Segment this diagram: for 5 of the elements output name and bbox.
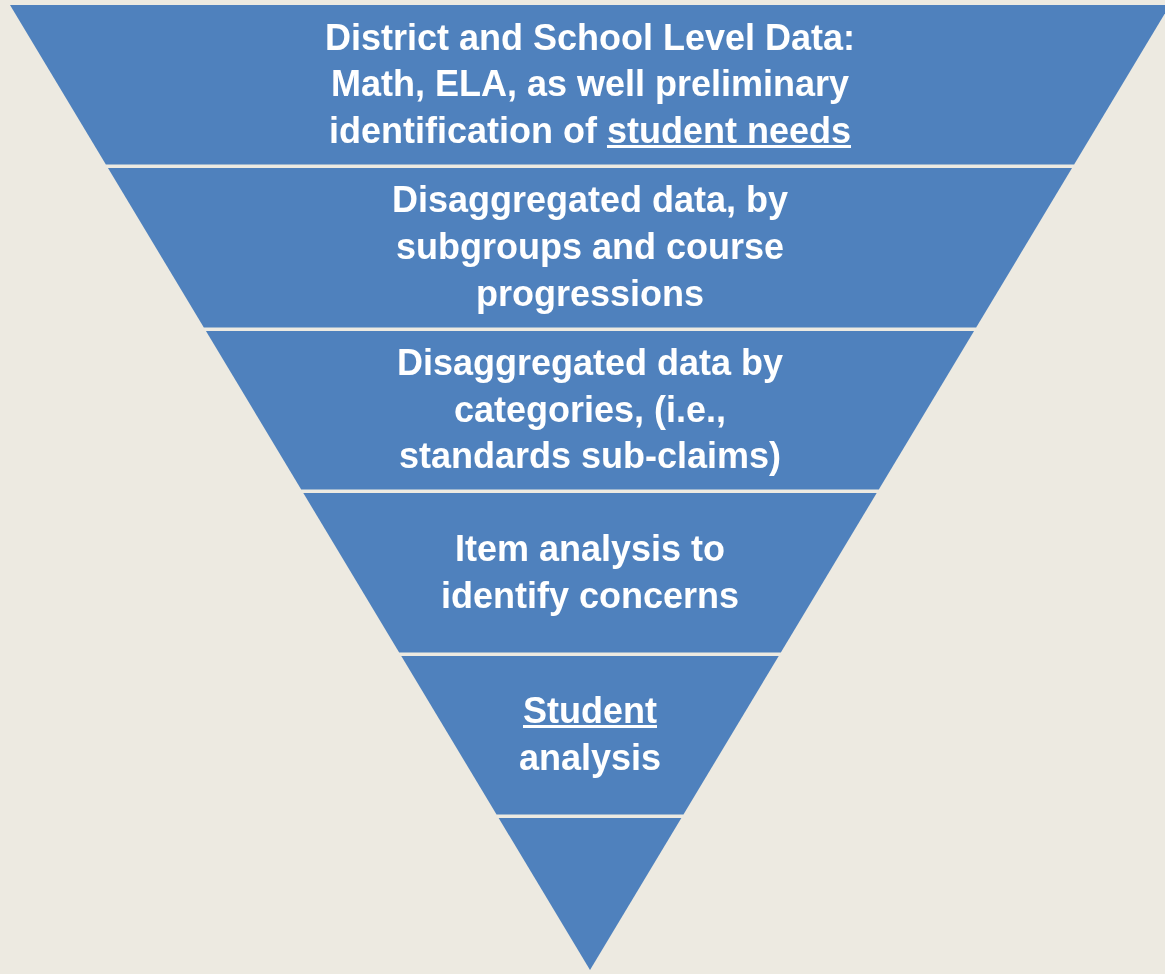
band-text: District and School Level Data: Math, ELA, as well preliminary identification of student needs xyxy=(323,15,857,154)
band-text: Disaggregated data by categories, (i.e., standards sub-claims) xyxy=(395,340,785,479)
band-text: Disaggregated data, by subgroups and course progressions xyxy=(390,178,790,316)
band-text: Item analysis to identify concerns xyxy=(439,526,741,618)
band-text: Student analysis xyxy=(517,689,663,780)
